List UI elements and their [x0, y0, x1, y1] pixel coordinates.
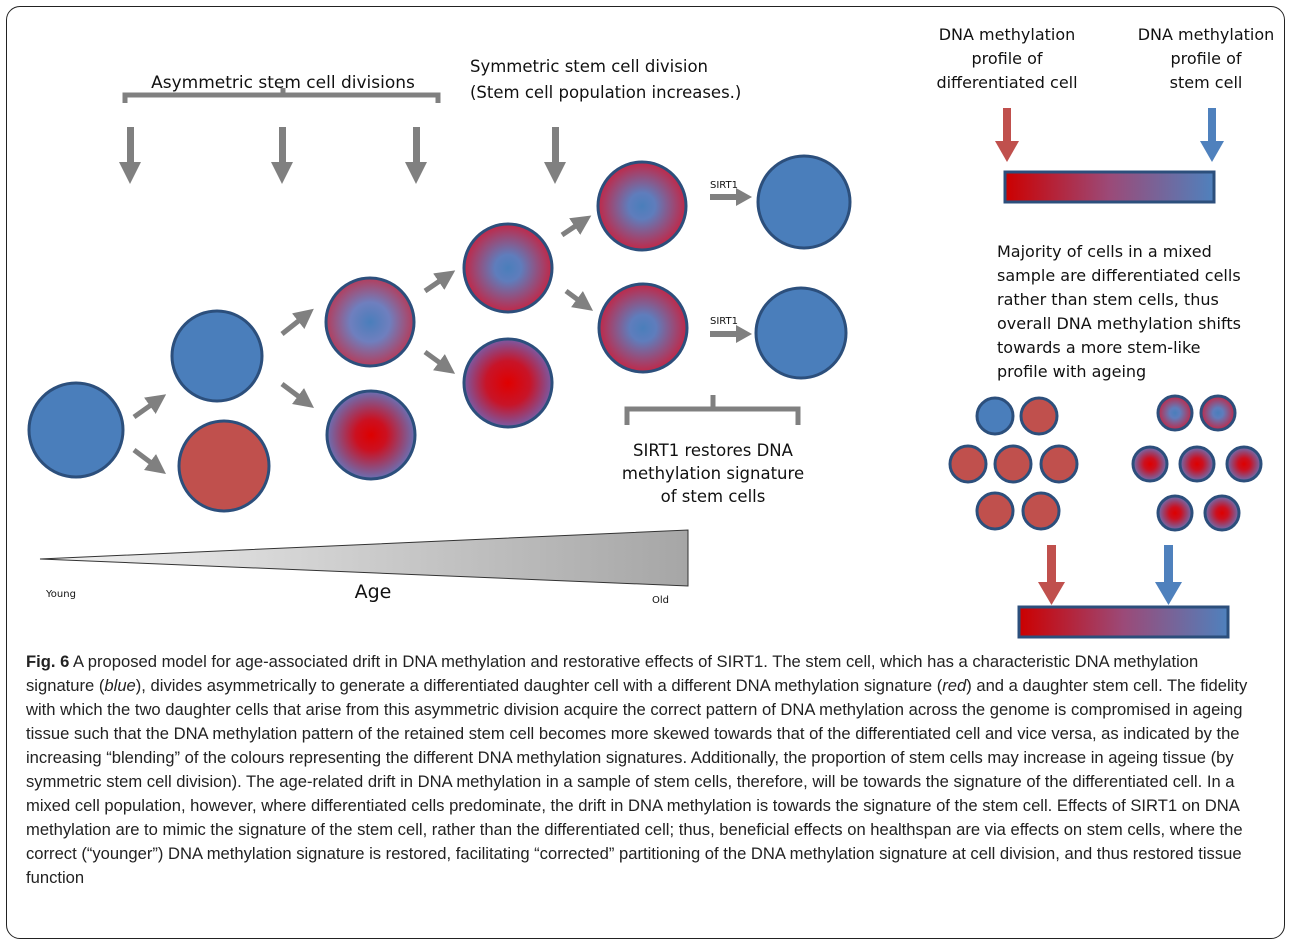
division-arrow: [280, 382, 314, 408]
young-mixed-sample: [948, 396, 1079, 531]
blended-diff-cell-small: [1178, 445, 1216, 483]
age-label: Age: [355, 581, 392, 603]
down-arrow: [544, 127, 566, 184]
diff-cell-small: [1021, 491, 1061, 531]
majority-label-line5: towards a more stem-like: [997, 338, 1201, 357]
down-arrow: [119, 127, 141, 184]
majority-label-line4: overall DNA methylation shifts: [997, 314, 1241, 333]
daughter-stem-cell: [170, 309, 264, 403]
blended-stem-cell-gen3: [462, 222, 554, 314]
restored-stem-cell-top: [756, 154, 852, 250]
symmetric-label-line1: Symmetric stem cell division: [470, 57, 708, 76]
symmetric-stem-cell-bottom: [597, 282, 689, 374]
caption-text-part2: ), divides asymmetrically to generate a …: [135, 676, 943, 695]
diff-cell-small: [1019, 396, 1059, 436]
caption-text-part1: A proposed model for age-associated drif…: [26, 652, 1199, 695]
division-arrow: [564, 288, 594, 311]
mixed-red-arrow: [1038, 545, 1065, 605]
stem-profile-arrow: [1200, 108, 1224, 162]
division-arrow: [132, 448, 166, 474]
blended-stem-cell-gen2: [324, 276, 416, 368]
division-arrow: [132, 394, 167, 420]
figure-caption: Fig. 6 A proposed model for age-associat…: [26, 650, 1271, 890]
stem-profile-label-line3: stem cell: [1170, 73, 1243, 92]
sirt1-arrow-bottom: [710, 325, 752, 343]
restores-label-line3: of stem cells: [661, 487, 766, 506]
down-arrows: [119, 127, 566, 184]
majority-label-line6: profile with ageing: [997, 362, 1146, 381]
division-arrow: [423, 270, 456, 294]
sirt1-arrow-label-bottom: SIRT1: [710, 316, 738, 327]
stem-profile-label-line2: profile of: [1170, 49, 1241, 68]
mixed-blue-arrow: [1155, 545, 1182, 605]
restores-label-line2: methylation signature: [622, 464, 804, 483]
blended-diff-cell-gen2: [325, 389, 417, 481]
blended-diff-cell-small: [1156, 494, 1194, 532]
restores-bracket: [624, 395, 801, 425]
down-arrow: [271, 127, 293, 184]
old-label: Old: [652, 595, 669, 606]
blended-diff-cell-small: [1131, 445, 1169, 483]
sirt1-arrow-label-top: SIRT1: [710, 180, 738, 191]
majority-label-line1: Majority of cells in a mixed: [997, 242, 1212, 261]
blended-diff-cell-small: [1203, 494, 1241, 532]
blended-stem-cell-small: [1156, 394, 1194, 432]
blended-diff-cell-small: [1225, 445, 1263, 483]
diff-profile-label-line1: DNA methylation: [939, 25, 1076, 44]
diagram: Asymmetric stem cell divisions Symmetric…: [27, 25, 1275, 639]
symmetric-label-line2: (Stem cell population increases.): [470, 83, 741, 102]
asymmetric-label: Asymmetric stem cell divisions: [151, 73, 415, 93]
methylation-gradient-bar-bottom: [1017, 605, 1230, 639]
asymmetric-bracket: [122, 88, 441, 103]
division-arrow: [423, 349, 456, 374]
methylation-gradient-bar-top: [1003, 170, 1216, 204]
division-arrow: [560, 215, 592, 238]
restores-label-line1: SIRT1 restores DNA: [633, 441, 794, 460]
young-label: Young: [45, 589, 76, 600]
division-arrows: [132, 215, 594, 474]
caption-text-part3: ) and a daughter stem cell. The fidelity…: [26, 676, 1248, 887]
diff-profile-label-line2: profile of: [971, 49, 1042, 68]
caption-red-word: red: [942, 676, 967, 695]
differentiated-cell: [177, 419, 271, 513]
stem-cell-small: [975, 396, 1015, 436]
majority-label-line3: rather than stem cells, thus: [997, 290, 1219, 309]
diff-cell-small: [948, 444, 988, 484]
stem-profile-label-line1: DNA methylation: [1138, 25, 1275, 44]
blended-stem-cell-small: [1199, 394, 1237, 432]
down-arrow: [405, 127, 427, 184]
age-wedge: [39, 529, 689, 587]
diff-cell-small: [993, 444, 1033, 484]
caption-blue-word: blue: [104, 676, 136, 695]
initial-stem-cell: [27, 381, 125, 479]
diff-cell-small: [975, 491, 1015, 531]
old-mixed-sample: [1131, 394, 1263, 532]
symmetric-stem-cell-top: [596, 160, 688, 252]
blended-diff-cell-gen3: [462, 337, 554, 429]
division-arrow: [280, 308, 314, 336]
diff-cell-small: [1039, 444, 1079, 484]
majority-label-line2: sample are differentiated cells: [997, 266, 1241, 285]
diff-profile-label-line3: differentiated cell: [936, 73, 1077, 92]
sirt1-arrow-top: [710, 188, 752, 206]
caption-fig-label: Fig. 6: [26, 652, 70, 671]
diff-profile-arrow: [995, 108, 1019, 162]
restored-stem-cell-bottom: [754, 286, 848, 380]
